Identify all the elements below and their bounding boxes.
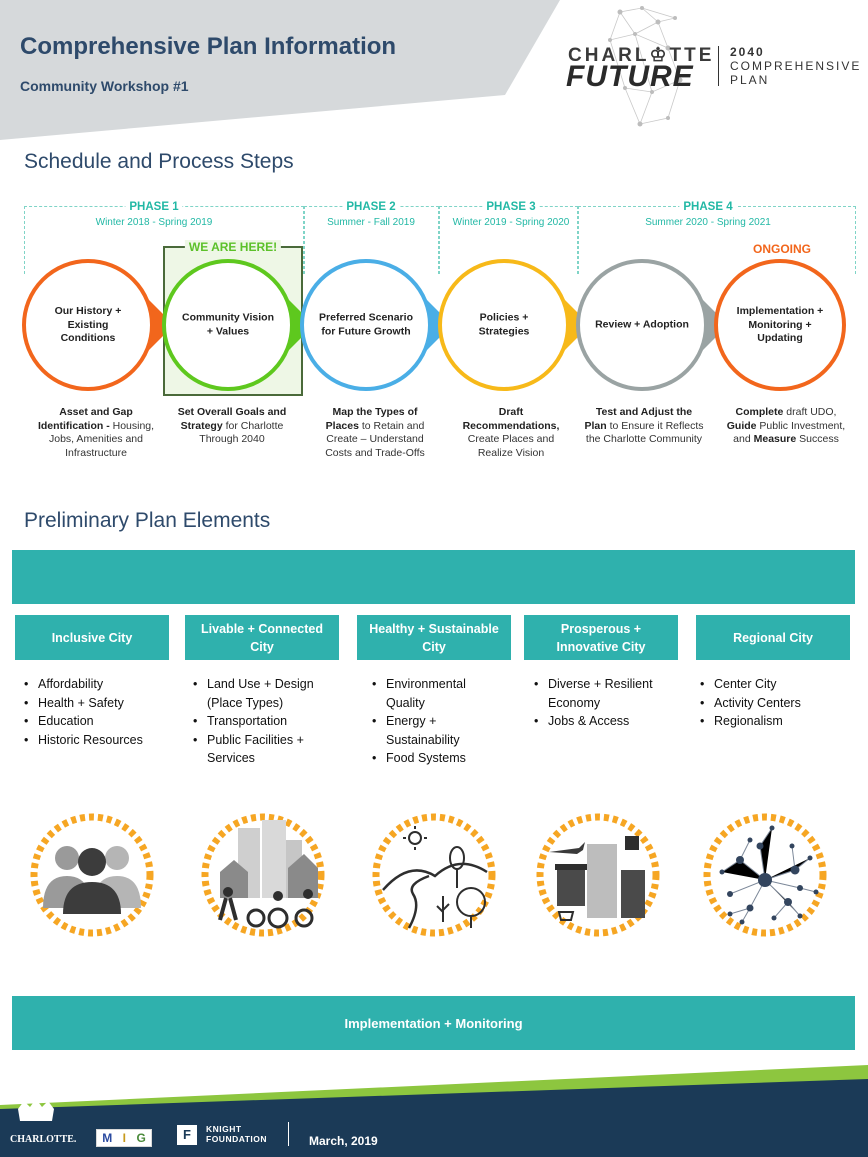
process-steps-graphic (22, 259, 846, 391)
list-item: Energy + Sustainability (370, 712, 500, 749)
phase-4-dates: Summer 2020 - Spring 2021 (645, 217, 771, 228)
list-item: Regionalism (698, 712, 848, 731)
prosperous-city-list: Diverse + Resilient Economy Jobs & Acces… (532, 675, 682, 731)
step-6-description: Complete draft UDO, Guide Public Investm… (726, 406, 846, 445)
page-subtitle: Community Workshop #1 (20, 78, 189, 94)
we-are-here-label: WE ARE HERE! (184, 240, 282, 254)
phase-4-name: PHASE 4 (679, 201, 737, 213)
step-2-label: Community Vision + Values (182, 311, 274, 338)
logo-year: 2040 (730, 45, 765, 59)
step-2-description: Set Overall Goals and Strategy for Charl… (177, 406, 287, 445)
step-1-description: Asset and Gap Identification - Housing, … (37, 406, 155, 459)
step-2-circle (162, 259, 314, 391)
ongoing-label: ONGOING (752, 242, 812, 256)
footer-band (0, 1065, 868, 1157)
step-5-label: Review + Adoption (595, 318, 689, 331)
list-item: Education (22, 712, 182, 731)
footer-date: March, 2019 (309, 1134, 378, 1148)
list-item: Historic Resources (22, 731, 182, 750)
logo-charlotte-text: CHARL♔TTE (568, 45, 715, 66)
list-item: Environmental Quality (370, 675, 500, 712)
people-icon (30, 813, 154, 937)
category-livable-connected-city: Livable + Connected City (185, 615, 339, 660)
schedule-heading: Schedule and Process Steps (24, 150, 294, 173)
step-5-description: Test and Adjust the Plan to Ensure it Re… (584, 406, 704, 445)
healthy-city-list: Environmental Quality Energy + Sustainab… (370, 675, 500, 768)
knight-foundation-mark: F (177, 1125, 197, 1145)
header-band (0, 0, 560, 140)
category-regional-city: Regional City (696, 615, 850, 660)
list-item: Public Facilities + Services (191, 731, 341, 768)
inclusive-city-list: Affordability Health + Safety Education … (22, 675, 182, 749)
step-1-circle (22, 259, 174, 391)
step-3-label: Preferred Scenario for Future Growth (319, 311, 413, 338)
category-healthy-sustainable-city: Healthy + Sustainable City (357, 615, 511, 660)
phase-2-dates: Summer - Fall 2019 (327, 217, 415, 228)
list-item: Land Use + Design (Place Types) (191, 675, 341, 712)
step-3-description: Map the Types of Places to Retain and Cr… (325, 406, 425, 459)
list-item: Diverse + Resilient Economy (532, 675, 682, 712)
footer-divider (288, 1122, 289, 1146)
step-1-label: Our History + Existing Conditions (54, 304, 122, 344)
phase-3-dates: Winter 2019 - Spring 2020 (452, 217, 570, 228)
page-title: Comprehensive Plan Information (20, 33, 397, 60)
logo-comprehensive: COMPREHENSIVE (730, 59, 862, 73)
category-inclusive-city: Inclusive City (15, 615, 169, 660)
plan-top-bar (12, 550, 855, 604)
phase-1-name: PHASE 1 (125, 201, 183, 213)
phase-2-name: PHASE 2 (342, 201, 400, 213)
logo-future-text: FUTURE (566, 60, 694, 93)
regional-city-list: Center City Activity Centers Regionalism (698, 675, 848, 731)
step-6-label: Implementation + Monitoring + Updating (736, 304, 824, 344)
implementation-monitoring-bar: Implementation + Monitoring (12, 996, 855, 1050)
mig-logo: M I G (96, 1129, 152, 1147)
step-5-circle (576, 259, 728, 391)
step-6-circle (714, 259, 846, 391)
list-item: Transportation (191, 712, 341, 731)
step-4-description: Draft Recommendations, Create Places and… (462, 406, 560, 459)
list-item: Jobs & Access (532, 712, 682, 731)
logo-divider (718, 46, 719, 86)
step-3-circle (300, 259, 452, 391)
list-item: Food Systems (370, 749, 500, 768)
charlotte-logo-text: CHARLOTTE. (10, 1134, 77, 1145)
step-4-label: Policies + Strategies (478, 311, 530, 338)
list-item: Center City (698, 675, 848, 694)
city-mobility-icon (201, 813, 325, 937)
list-item: Affordability (22, 675, 182, 694)
step-4-circle (438, 259, 590, 391)
phase-3-name: PHASE 3 (482, 201, 540, 213)
list-item: Health + Safety (22, 694, 182, 713)
economy-icon (536, 813, 660, 937)
plan-heading: Preliminary Plan Elements (24, 509, 271, 532)
network-icon (703, 813, 827, 937)
landscape-icon (372, 813, 496, 937)
category-prosperous-innovative-city: Prosperous + Innovative City (524, 615, 678, 660)
livable-city-list: Land Use + Design (Place Types) Transpor… (191, 675, 341, 768)
logo-plan: PLAN (730, 73, 770, 87)
list-item: Activity Centers (698, 694, 848, 713)
knight-foundation-text: KNIGHT FOUNDATION (206, 1124, 268, 1144)
phase-1-dates: Winter 2018 - Spring 2019 (95, 217, 213, 228)
logo-network-graphic (608, 6, 683, 127)
